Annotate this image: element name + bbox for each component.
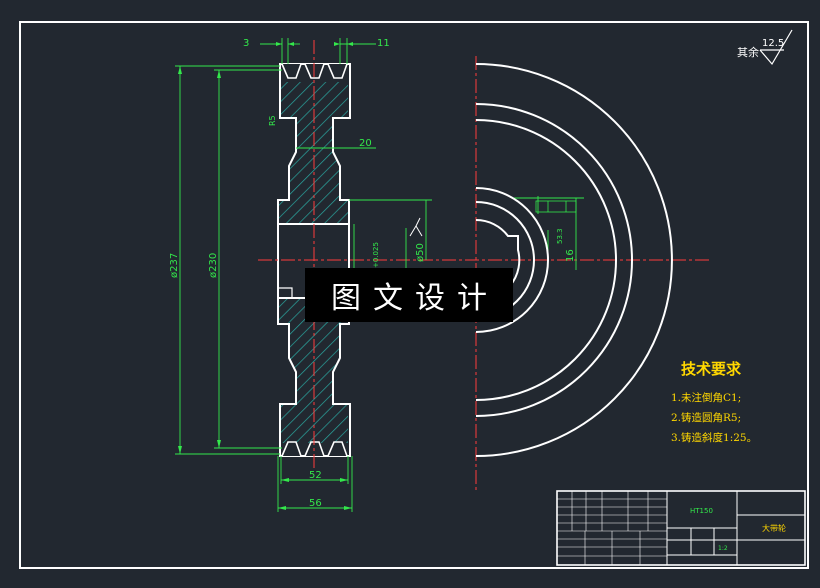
pulley-outline-bottom bbox=[277, 297, 351, 457]
dim-dia237: ø237 bbox=[169, 253, 180, 278]
title-block-scale: 1:2 bbox=[718, 545, 728, 552]
side-arc-hub-outer bbox=[475, 187, 549, 333]
title-block bbox=[556, 490, 806, 566]
side-arc-3 bbox=[475, 119, 617, 401]
roughness-symbol-bore bbox=[409, 217, 423, 237]
dimension-lines bbox=[175, 38, 584, 512]
tech-req-item-3: 3.铸造斜度1:25。 bbox=[671, 431, 757, 444]
drawing-frame bbox=[19, 21, 809, 569]
geometric-tolerance-frame bbox=[535, 200, 577, 213]
keyway-section bbox=[278, 287, 293, 298]
tech-req-item-1: 1.未注倒角C1; bbox=[671, 391, 741, 404]
dim-20: 20 bbox=[359, 138, 372, 149]
surface-finish-label: 其余 bbox=[737, 45, 759, 59]
title-block-part-name: 大带轮 bbox=[762, 523, 786, 533]
surface-finish-value: 12.5 bbox=[762, 38, 784, 49]
side-arc-outer bbox=[475, 63, 673, 457]
dim-53: 53.3 bbox=[556, 228, 564, 244]
dim-tol: +0.025 bbox=[372, 242, 380, 268]
dim-11: 11 bbox=[377, 38, 390, 49]
dim-dia230: ø230 bbox=[208, 253, 219, 278]
tech-req-title: 技术要求 bbox=[681, 360, 742, 378]
dimension-arrows bbox=[178, 42, 353, 510]
dim-56: 56 bbox=[309, 498, 322, 509]
dim-52: 52 bbox=[309, 470, 322, 481]
title-block-material: HT150 bbox=[690, 507, 713, 515]
tech-req-item-2: 2.铸造圆角R5; bbox=[671, 411, 741, 424]
watermark-banner: 图文设计 bbox=[305, 268, 513, 322]
dim-50: ø50 bbox=[415, 243, 426, 262]
side-arc-2 bbox=[475, 103, 633, 417]
dim-3: 3 bbox=[243, 38, 249, 49]
dim-r5: R5 bbox=[268, 115, 277, 126]
dim-16: 16 bbox=[565, 249, 576, 262]
surface-finish-symbol bbox=[759, 29, 793, 66]
